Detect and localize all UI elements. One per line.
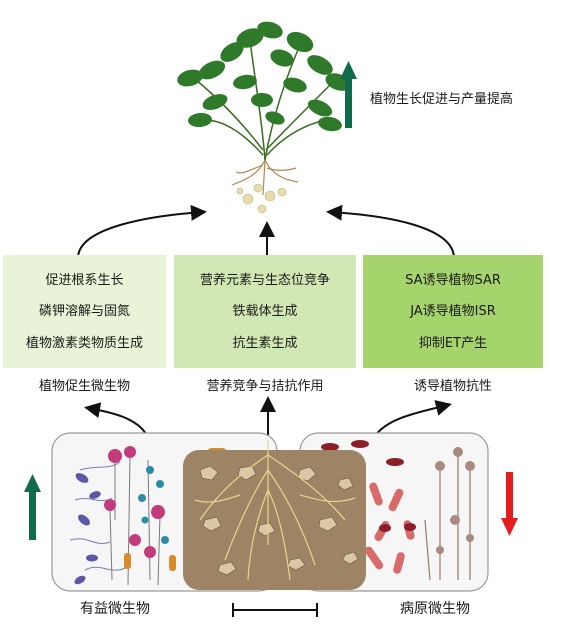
box1-line-2: 磷钾溶解与固氮 bbox=[38, 304, 130, 319]
caption-competition-antagonism: 营养竞争与拮抗作用 bbox=[206, 379, 324, 394]
pathogen-microbes-label: 病原微生物 bbox=[400, 601, 470, 617]
plant-illustration bbox=[177, 21, 351, 214]
beneficial-microbes-label: 有益微生物 bbox=[80, 601, 150, 617]
growth-up-arrow bbox=[340, 61, 357, 128]
box2-line-1: 营养元素与生态位竞争 bbox=[199, 272, 330, 288]
caption-growth-promotion: 植物促生微生物 bbox=[38, 379, 130, 394]
box2-line-3: 抗生素生成 bbox=[232, 335, 298, 351]
box1-line-1: 促进根系生长 bbox=[45, 272, 124, 288]
growth-label: 植物生长促进与产量提高 bbox=[370, 92, 514, 107]
box3-line-1: SA诱导植物SAR bbox=[405, 272, 501, 288]
box3-line-3: 抑制ET产生 bbox=[418, 335, 488, 351]
box-to-plant-arrows bbox=[77, 204, 455, 258]
box-competition-antagonism: 营养元素与生态位竞争 铁载体生成 抗生素生成 bbox=[174, 255, 356, 368]
pathogen-down-arrow bbox=[501, 472, 518, 536]
box2-line-2: 铁载体生成 bbox=[232, 304, 298, 319]
box1-line-3: 植物激素类物质生成 bbox=[25, 335, 143, 351]
box3-line-2: JA诱导植物ISR bbox=[410, 304, 496, 319]
beneficial-up-arrow bbox=[24, 474, 41, 540]
box-induced-resistance: SA诱导植物SAR JA诱导植物ISR 抑制ET产生 bbox=[363, 255, 543, 368]
scale-bar bbox=[232, 603, 318, 617]
caption-induced-resistance: 诱导植物抗性 bbox=[413, 379, 492, 394]
rhizosphere-soil bbox=[183, 440, 366, 590]
box-growth-promotion: 促进根系生长 磷钾溶解与固氮 植物激素类物质生成 bbox=[3, 255, 166, 368]
